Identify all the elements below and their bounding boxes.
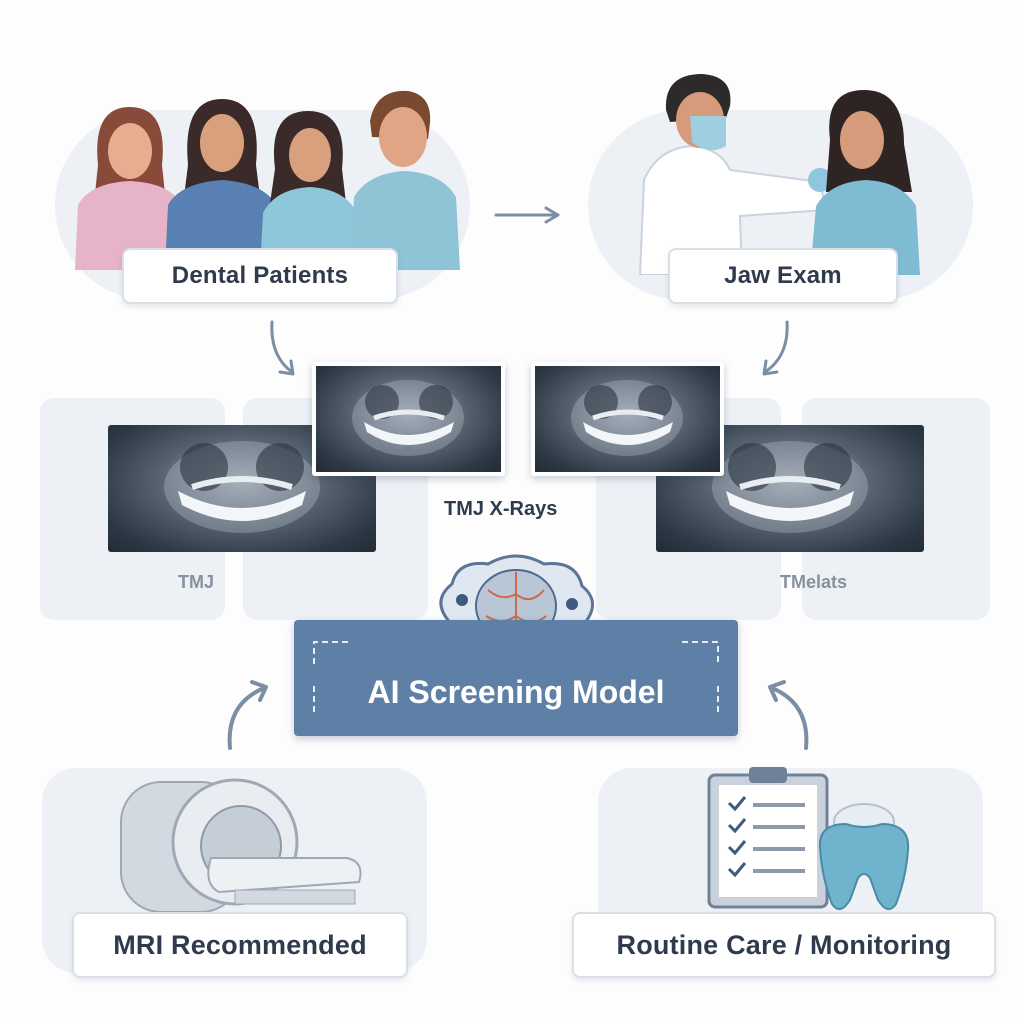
check-icon-4 <box>727 862 747 878</box>
arrow-routine-to-model <box>768 680 809 750</box>
patient-1-body <box>75 181 185 270</box>
arrow-exam-to-xray <box>762 320 789 376</box>
arrow-patients-to-xray <box>270 320 295 376</box>
patients-illustration <box>75 90 460 270</box>
arrow-patients-to-exam <box>494 206 560 224</box>
model-box-corner-marks <box>313 641 719 714</box>
patient-4-body <box>350 171 460 270</box>
check-icon-1 <box>727 796 747 812</box>
ai-screening-model-label: AI Screening Model <box>367 674 665 710</box>
mri-recommended-label: MRI Recommended <box>72 912 408 978</box>
checklist-clipboard-illustration <box>707 767 829 909</box>
tmj-xrays-label: TMJ X-Rays <box>444 498 558 520</box>
glove-icon <box>808 168 832 192</box>
patient-2-body <box>165 180 279 270</box>
patient-3-face <box>289 128 331 182</box>
patient-1-face <box>108 123 152 179</box>
routine-care-label: Routine Care / Monitoring <box>572 912 996 978</box>
tmj-left-label: TMJ <box>178 572 214 592</box>
dentist-mask <box>690 116 726 151</box>
exam-patient-face <box>840 111 884 169</box>
xray-image-center-right <box>531 362 724 476</box>
check-icon-3 <box>727 840 747 856</box>
tmj-right-label: TMelats <box>780 572 848 592</box>
patient-2-face <box>200 114 244 172</box>
xray-image-left-large <box>108 425 376 552</box>
mri-scanner-illustration <box>120 778 362 913</box>
xray-image-center-left <box>312 362 505 476</box>
dental-patients-label: Dental Patients <box>122 248 398 304</box>
patient-4-face <box>379 107 427 167</box>
check-icon-2 <box>727 818 747 834</box>
jaw-exam-label: Jaw Exam <box>668 248 898 304</box>
exam-illustration <box>638 74 920 275</box>
ai-screening-model-box: AI Screening Model <box>294 620 738 736</box>
arrow-mri-to-model <box>227 680 268 750</box>
tooth-icon <box>818 803 910 911</box>
